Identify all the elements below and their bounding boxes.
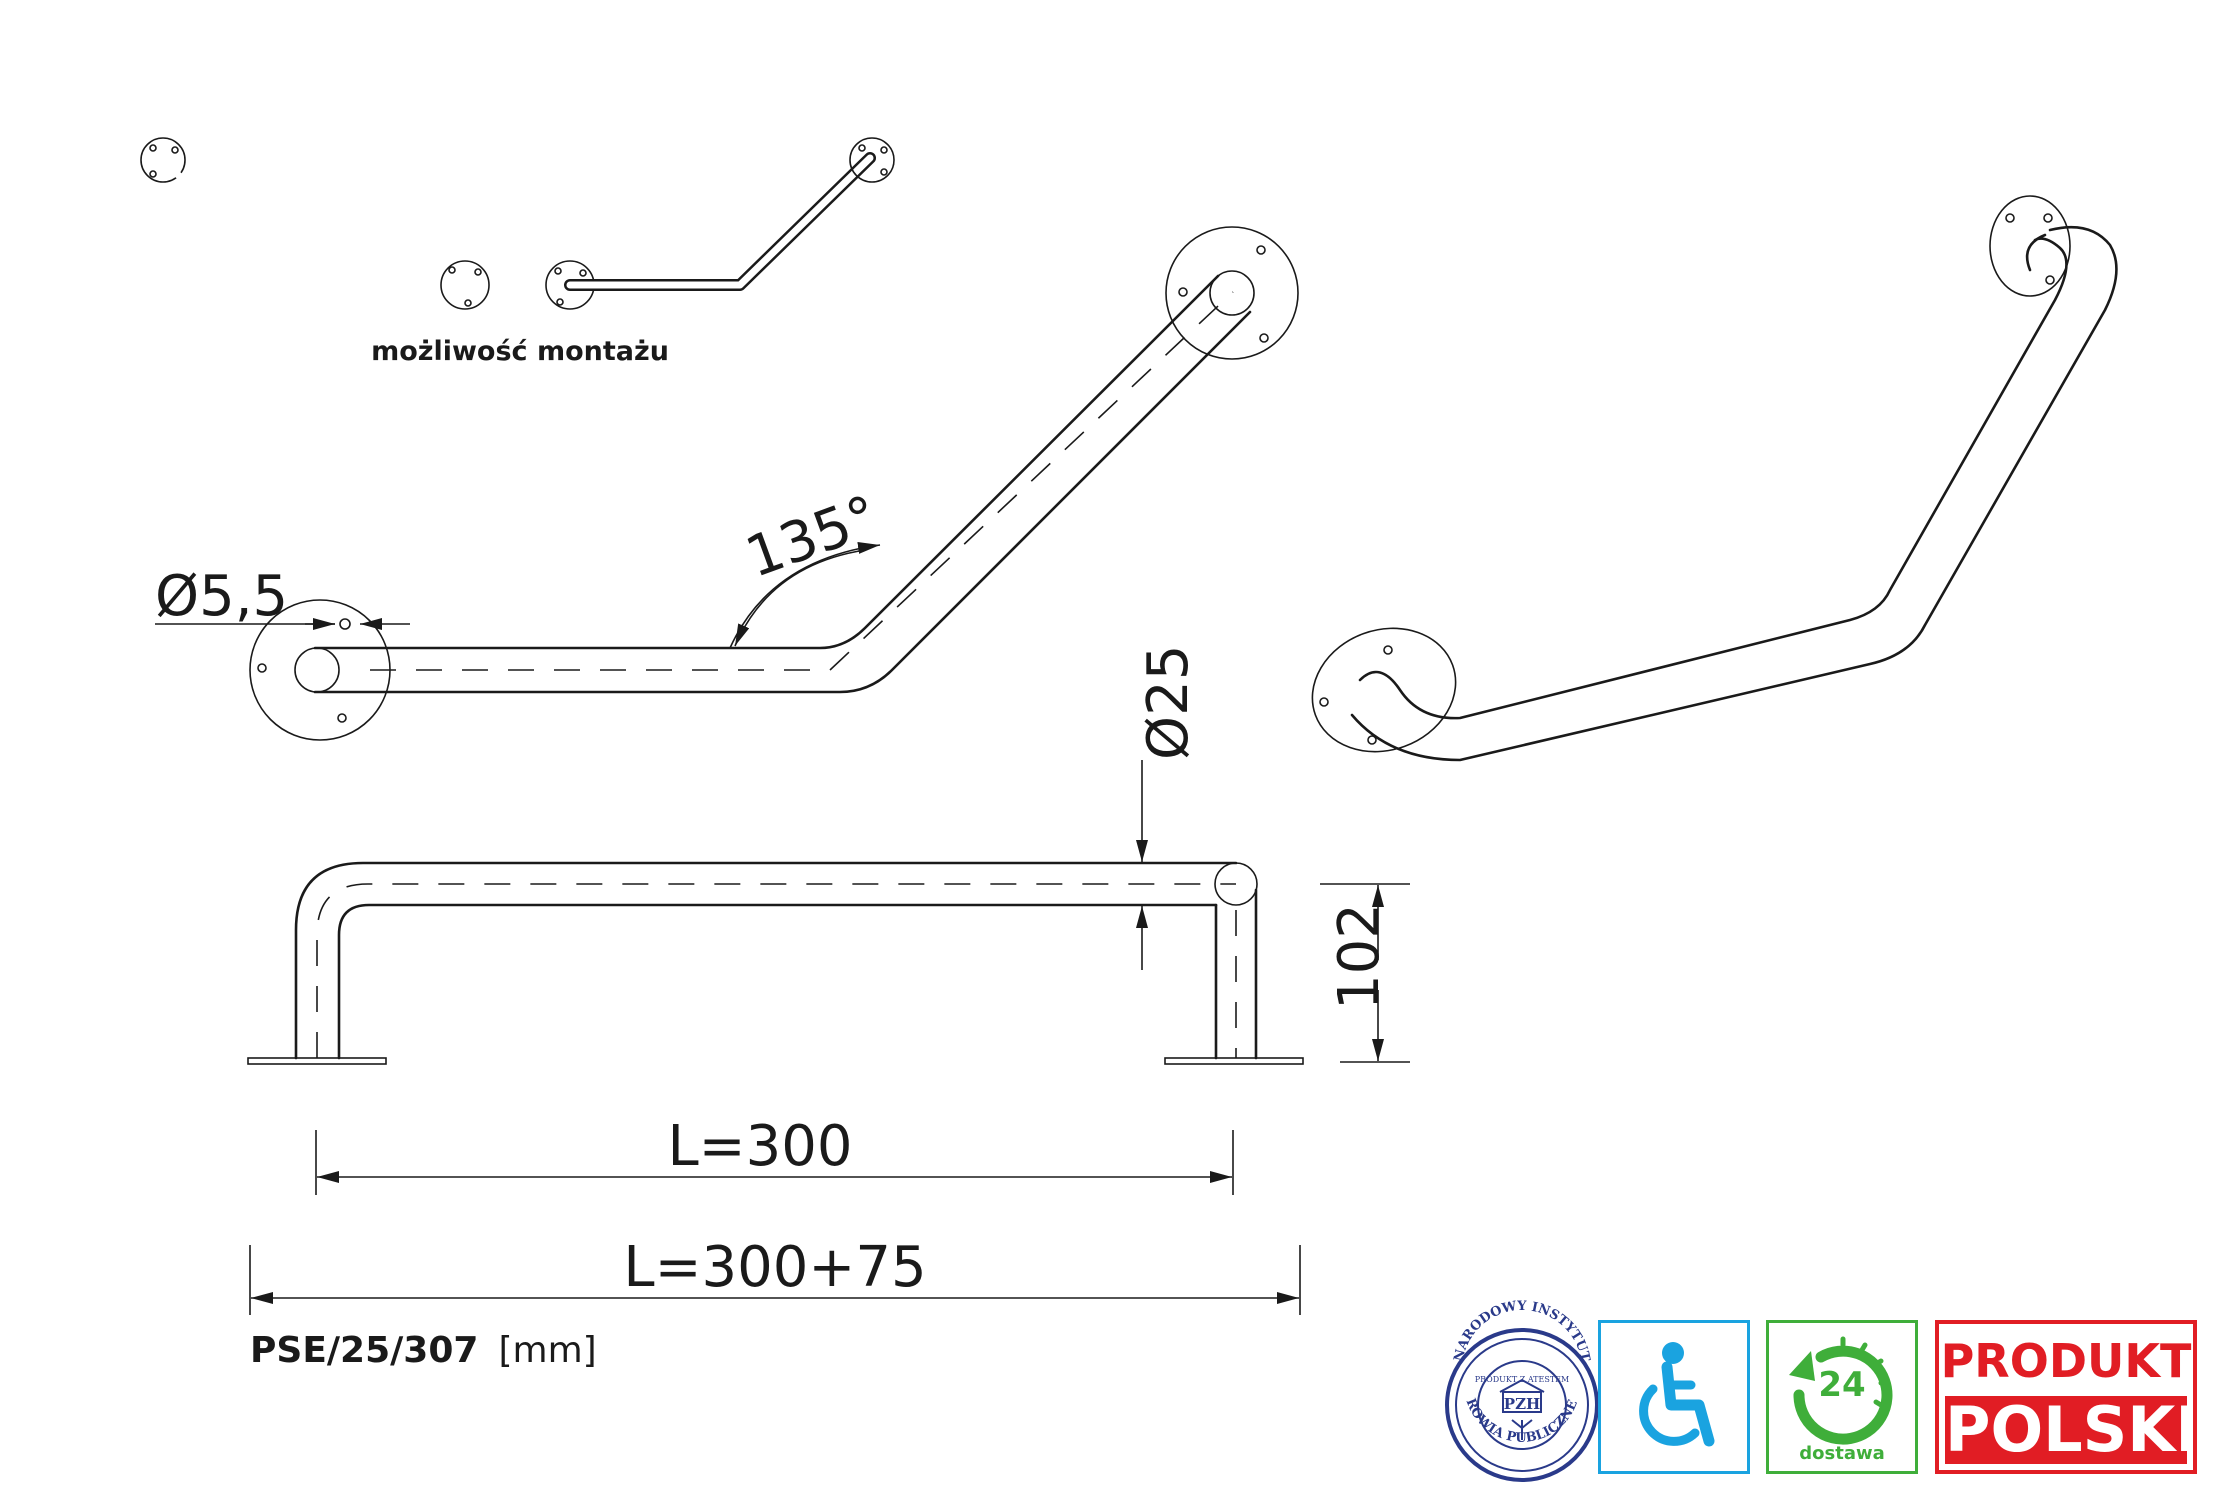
total-length-label: L=300+75 [623,1235,926,1300]
mounting-caption: możliwość montażu [371,336,669,367]
angle-label: 135° [738,484,887,591]
product-code: PSE/25/307 [250,1330,478,1371]
delivery-label: dostawa [1799,1443,1885,1464]
pzh-seal-icon [1499,1378,1545,1440]
isometric-view [1311,195,2118,762]
delivery-number: 24 [1818,1365,1866,1405]
dim-total-length: L=300+75 [249,1235,1301,1315]
height-label: 102 [1327,903,1392,1010]
accessibility-badge [1598,1320,1750,1474]
wheelchair-icon [1639,1342,1715,1447]
dim-angle: 135° [729,484,887,649]
dim-height: 102 [1320,883,1410,1063]
mounting-variant-left [140,137,490,310]
produkt-polski-badge: PRODUKT POLSKI [1935,1320,2199,1474]
mounting-variant-right [545,137,895,310]
clock-arrow-icon [1789,1336,1893,1445]
length-label: L=300 [667,1114,852,1179]
top-view [249,226,1299,741]
product-code-line: PSE/25/307 [mm] [250,1329,597,1371]
hole-diameter-label: Ø5,5 [155,564,288,629]
dim-length: L=300 [315,1114,1234,1195]
dim-hole-diameter: Ø5,5 [155,564,410,630]
side-view [247,861,1304,1065]
svg-text:ZDROWIA PUBLICZNEGO: ZDROWIA PUBLICZNEGO [0,0,1581,1446]
pzh-ring-bottom: ZDROWIA PUBLICZNEGO [0,0,1581,1446]
dim-tube-diameter: Ø25 [1136,645,1201,970]
produkt-polski-line2: POLSKI [1945,1393,2199,1466]
produkt-polski-line1: PRODUKT [1940,1334,2192,1388]
delivery-badge: 24 dostawa [1766,1320,1918,1474]
pzh-logo-text: PZH [1504,1395,1540,1413]
unit-label: [mm] [498,1330,596,1371]
tube-diameter-label: Ø25 [1136,645,1201,760]
